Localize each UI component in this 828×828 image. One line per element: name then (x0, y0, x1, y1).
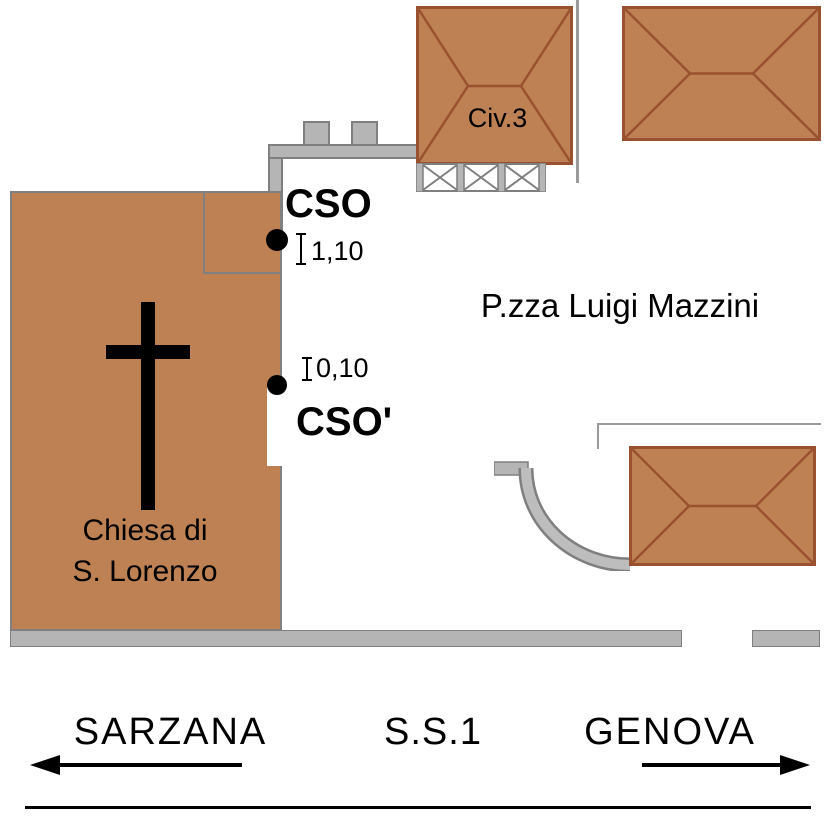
road-strip-right (752, 630, 820, 647)
church-name-line1: Chiesa di (82, 514, 208, 547)
church-wall-gap (267, 387, 284, 466)
cross-icon (141, 302, 155, 510)
bottom-rule (25, 806, 811, 809)
road-destination-sarzana: SARZANA (73, 711, 268, 753)
piazza-label: P.zza Luigi Mazzini (480, 287, 760, 324)
road-strip-main (10, 630, 682, 647)
building-bottom-right-roof (629, 446, 816, 566)
road-destination-genova: GENOVA (584, 711, 756, 753)
dimension-tick-cso (296, 233, 306, 265)
benchmark-cso-prime-point (267, 375, 287, 395)
steps-hatch (416, 163, 546, 192)
boundary-line-corner (597, 423, 599, 449)
building-top-right-roof (622, 6, 821, 141)
road-route-name: S.S.1 (384, 711, 482, 753)
dimension-tick-cso-prime (302, 357, 312, 381)
benchmark-cso-prime-offset: 0,10 (316, 353, 369, 383)
church-name-line2: S. Lorenzo (72, 555, 218, 588)
benchmark-cso-offset: 1,10 (311, 236, 364, 266)
benchmark-cso-prime-label: CSO' (296, 400, 393, 444)
wall-post-right (351, 121, 378, 147)
wall-horizontal (268, 144, 418, 159)
boundary-line-horizontal (597, 423, 821, 425)
arrow-right-icon (642, 755, 810, 775)
arrow-left-icon (30, 755, 242, 775)
benchmark-cso-label: CSO (285, 182, 372, 226)
building-civ3-roof (416, 6, 573, 165)
benchmark-cso-point (266, 229, 288, 251)
boundary-line-vertical (576, 0, 579, 183)
cross-icon-arm (106, 345, 190, 359)
curved-wall (494, 461, 631, 571)
building-civ3-label: Civ.3 (467, 103, 528, 133)
